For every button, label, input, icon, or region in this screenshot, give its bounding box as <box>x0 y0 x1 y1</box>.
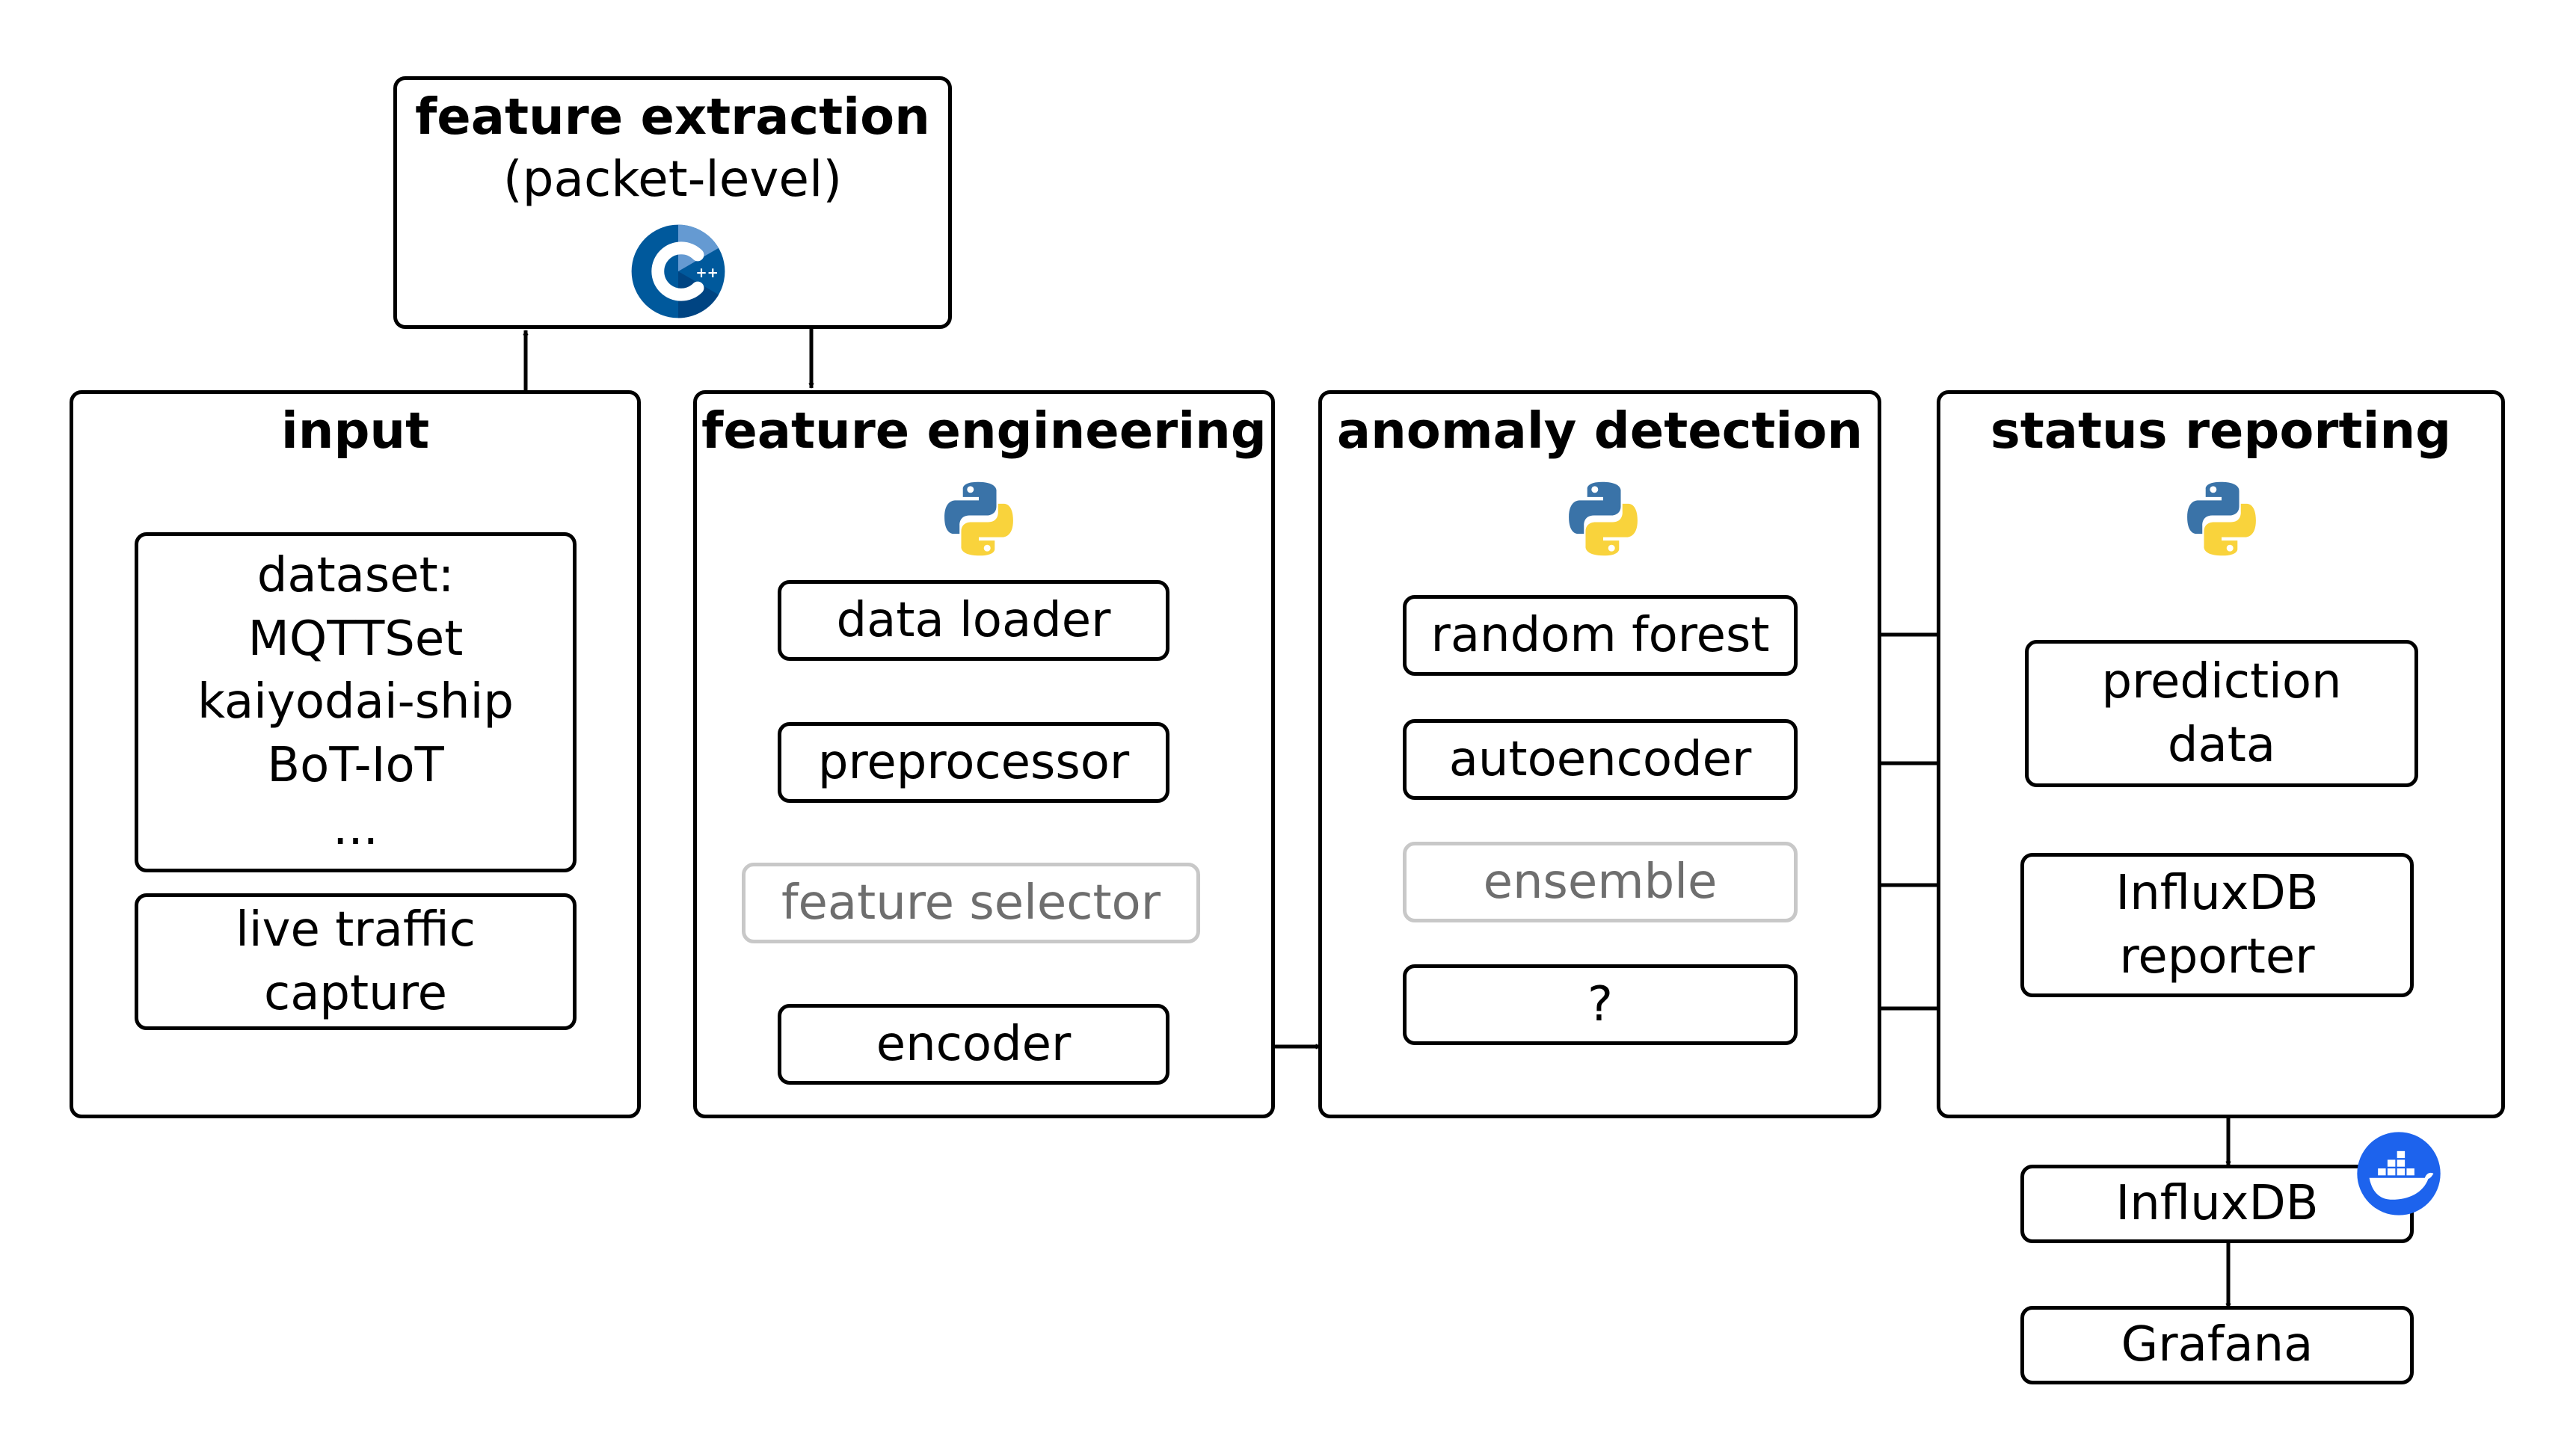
preprocessor-box: preprocessor <box>778 722 1169 803</box>
live-traffic-box: live traffic capture <box>135 893 577 1030</box>
random-forest-box: random forest <box>1403 595 1798 676</box>
cpp-logo-icon: ++ <box>631 224 725 318</box>
docker-logo-icon <box>2357 1132 2441 1215</box>
anomaly-detection-title: anomaly detection <box>1336 401 1863 460</box>
dataset-line: kaiyodai-ship <box>197 674 514 730</box>
dataset-line: BoT-IoT <box>267 737 444 793</box>
python-logo-icon <box>938 478 1019 559</box>
feature-selector-box: feature selector <box>742 863 1200 943</box>
svg-text:++: ++ <box>695 265 718 281</box>
live-traffic-line: live traffic <box>236 902 476 958</box>
prediction-data-box: prediction data <box>2025 640 2418 787</box>
feature-extraction-box: feature extraction (packet-level) ++ <box>393 76 952 329</box>
feature-extraction-title: feature extraction <box>415 87 930 146</box>
python-logo-icon <box>2181 478 2262 559</box>
status-reporting-title: status reporting <box>1990 401 2452 460</box>
live-traffic-line: capture <box>264 965 447 1021</box>
dataset-box: dataset: MQTTSet kaiyodai-ship BoT-IoT .… <box>135 532 577 872</box>
ensemble-box: ensemble <box>1403 842 1798 922</box>
feature-extraction-subtitle: (packet-level) <box>502 150 843 208</box>
autoencoder-box: autoencoder <box>1403 719 1798 800</box>
input-title: input <box>280 401 430 460</box>
influxdb-reporter-line: InfluxDB <box>2115 866 2319 922</box>
prediction-data-line: data <box>2167 717 2276 773</box>
python-logo-icon <box>1563 478 1644 559</box>
grafana-box: Grafana <box>2020 1306 2414 1384</box>
dataset-line: MQTTSet <box>248 611 464 667</box>
data-loader-box: data loader <box>778 580 1169 661</box>
dataset-line: dataset: <box>256 548 455 604</box>
influxdb-box: InfluxDB <box>2020 1165 2414 1243</box>
unknown-model-box: ? <box>1403 964 1798 1045</box>
prediction-data-line: prediction <box>2101 654 2342 710</box>
influxdb-reporter-line: reporter <box>2119 928 2315 985</box>
dataset-line: ... <box>332 801 379 857</box>
feature-engineering-title: feature engineering <box>701 401 1267 460</box>
encoder-box: encoder <box>778 1004 1169 1085</box>
influxdb-reporter-box: InfluxDB reporter <box>2020 853 2414 997</box>
